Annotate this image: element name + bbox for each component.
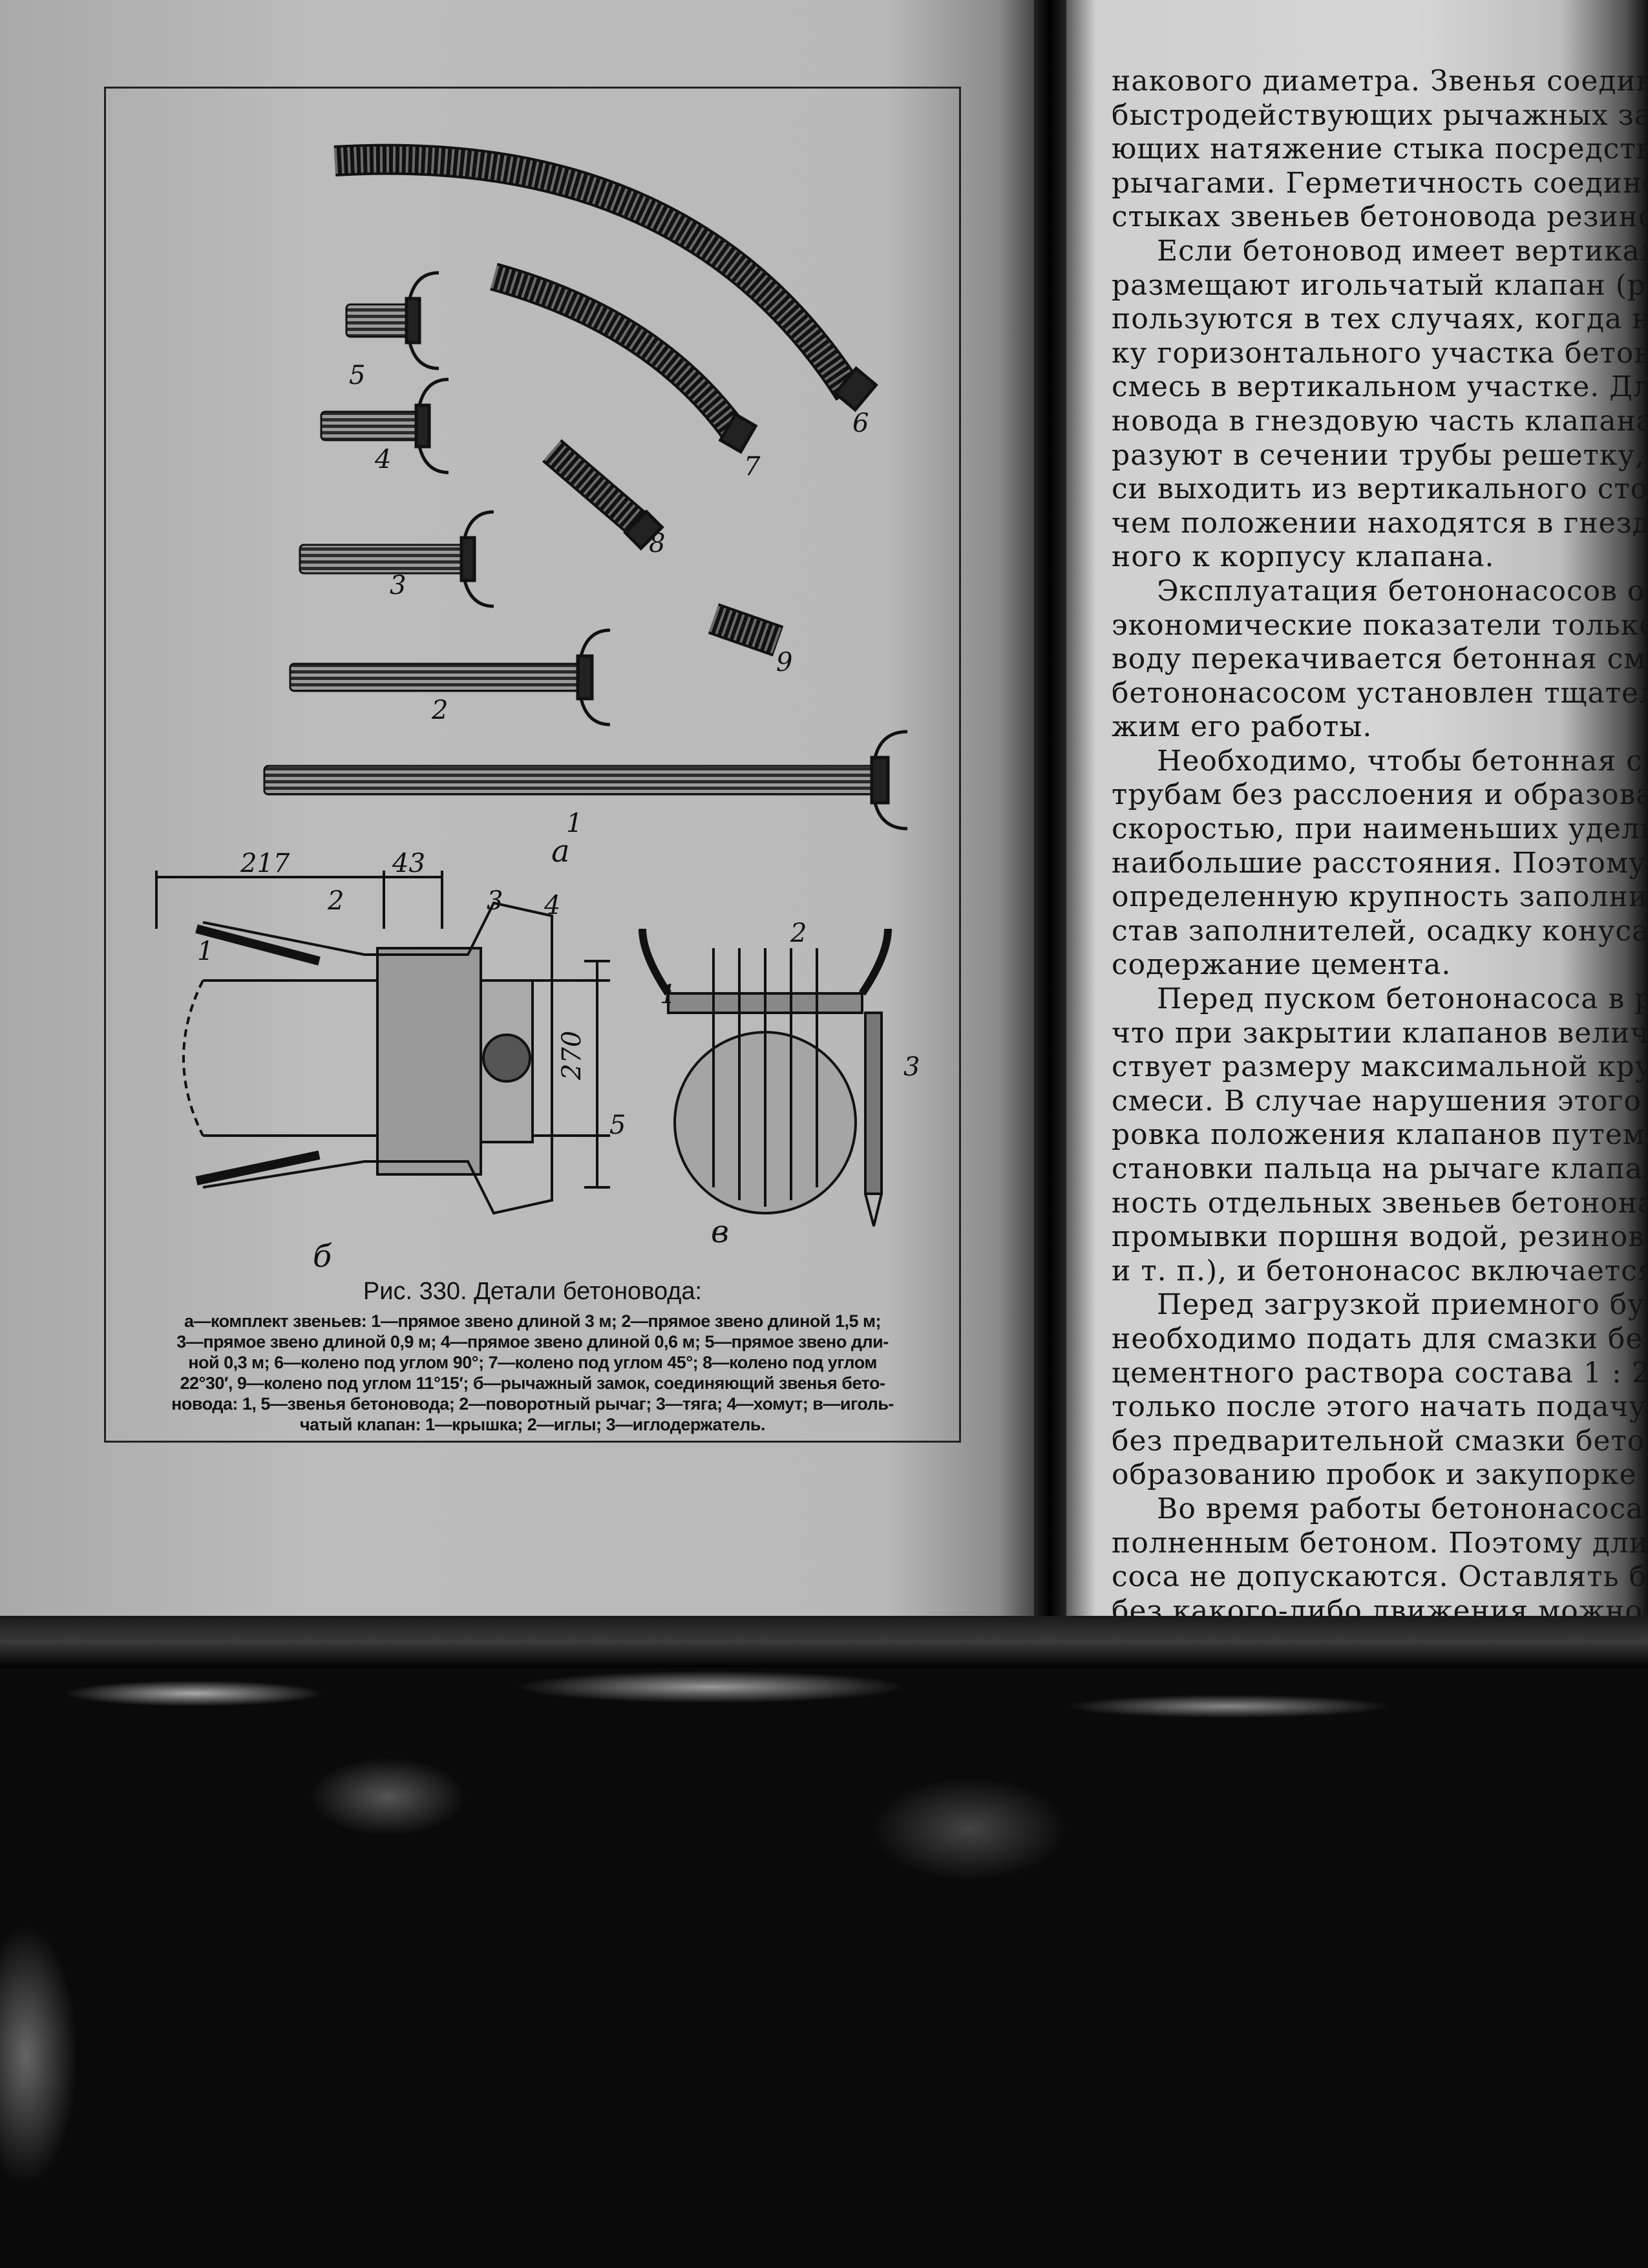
dim-270: 270 — [557, 1031, 587, 1081]
text-line: и т. п.), и бетононасос включается в р — [1112, 1254, 1648, 1288]
page-bottom-edge — [0, 1616, 1648, 1668]
text-line: ствует размеру максимальной крупност — [1112, 1050, 1648, 1084]
text-line: быстродействующих рычажных замков — [1112, 98, 1648, 132]
caption-line: новода: 1, 5—звенья бетоновода; 2—поворо… — [171, 1394, 894, 1414]
text-line: определенную крупность заполнителя, — [1112, 880, 1648, 914]
right-page: накового диаметра. Звенья соединяютсябыс… — [1066, 0, 1648, 1616]
text-line: экономические показатели только в том — [1112, 608, 1648, 642]
label-b: б — [313, 1238, 332, 1275]
detail-v-label-2: 2 — [790, 918, 807, 948]
text-line: трубам без расслоения и образования — [1112, 778, 1648, 812]
body-text: накового диаметра. Звенья соединяютсябыс… — [1112, 65, 1648, 1616]
pipe-2 — [289, 662, 589, 692]
text-line: соса не допускаются. Оставлять бето — [1112, 1560, 1648, 1594]
text-line: ного к корпусу клапана. — [1112, 540, 1495, 574]
text-line: жим его работы. — [1112, 710, 1373, 744]
detail-b-label-4: 4 — [544, 891, 560, 920]
text-line: цементного раствора состава 1 : 2 с ос — [1112, 1356, 1648, 1390]
elbow-6 — [333, 143, 863, 401]
text-line: ку горизонтального участка бетоновода — [1112, 336, 1648, 370]
figure-caption: Рис. 330. Детали бетоновода: а—комплект … — [119, 1278, 946, 1435]
text-line: только после этого начать подачу бетон — [1112, 1390, 1648, 1424]
text-line: скоростью, при наименьших удельных — [1112, 812, 1648, 846]
label-5: 5 — [349, 361, 365, 390]
dim-43: 43 — [392, 849, 425, 878]
text-line: Перед пуском бетононасоса в рабо — [1157, 982, 1648, 1016]
caption-line: чатый клапан: 1—крышка; 2—иглы; 3—иглоде… — [299, 1415, 766, 1434]
caption-title: Рис. 330. Детали бетоновода: — [363, 1278, 703, 1305]
caption-line: а—комплект звеньев: 1—прямое звено длино… — [184, 1311, 882, 1331]
caption-line: 22°30′, 9—колено под углом 11°15′; б—рыч… — [180, 1373, 886, 1393]
pipe-5 — [345, 303, 416, 338]
label-7: 7 — [744, 452, 761, 482]
text-line: пользуются в тех случаях, когда необхо — [1112, 302, 1648, 336]
text-line: став заполнителей, осадку конуса, вод — [1112, 914, 1648, 948]
text-line: си выходить из вертикального стояка. — [1112, 472, 1648, 506]
needle-valve-detail — [639, 928, 892, 1227]
text-line: новода в гнездовую часть клапана вста — [1112, 404, 1648, 438]
pipe-1 — [263, 765, 886, 796]
text-line: Необходимо, чтобы бетонная смесь — [1157, 744, 1648, 778]
text-line: Во время работы бетононасоса бето — [1157, 1492, 1648, 1525]
left-page: 1 2 3 4 5 6 7 8 9 а б в 217 43 270 1 2 3… — [0, 0, 1041, 1616]
text-line: смесь в вертикальном участке. Для этого — [1112, 370, 1648, 404]
book-cover — [0, 1668, 1648, 2268]
detail-b-label-2: 2 — [327, 886, 344, 916]
text-line: Эксплуатация бетононасосов обеспеч — [1157, 574, 1648, 608]
text-line: размещают игольчатый клапан (рис. — [1112, 268, 1648, 302]
text-line: без какого-либо движения можно не б — [1112, 1594, 1648, 1616]
detail-b-label-5: 5 — [609, 1110, 626, 1140]
text-line: стыках звеньев бетоновода резиновой — [1112, 200, 1648, 234]
text-line: смеси. В случае нарушения этого усло — [1112, 1084, 1648, 1118]
label-1: 1 — [566, 809, 582, 838]
pipe-4 — [320, 410, 429, 441]
label-2: 2 — [431, 695, 448, 725]
figure-330-drawing: 1 2 3 4 5 6 7 8 9 а б в 217 43 270 1 2 3… — [155, 143, 920, 1275]
dim-217: 217 — [240, 849, 290, 878]
text-line: содержание цемента. — [1112, 948, 1452, 982]
text-line: Перед загрузкой приемного бункер — [1157, 1288, 1648, 1322]
text-line: воду перекачивается бетонная смесь опр — [1112, 642, 1648, 676]
text-line: полненным бетоном. Поэтому длитель — [1112, 1526, 1648, 1560]
text-line: промывки поршня водой, резиново — [1112, 1220, 1648, 1254]
text-line: рычагами. Герметичность соединения — [1112, 166, 1648, 200]
text-line: образованию пробок и закупорке бетон — [1112, 1458, 1648, 1492]
pipe-3 — [299, 544, 472, 575]
text-line: чем положении находятся в гнездах — [1112, 506, 1648, 540]
text-line: Если бетоновод имеет вертикальный — [1157, 234, 1648, 268]
elbow-7 — [490, 262, 748, 443]
text-line: ность отдельных звеньев бетононасос — [1112, 1186, 1648, 1220]
text-line: необходимо подать для смазки бетоно — [1112, 1322, 1648, 1355]
label-9: 9 — [776, 648, 792, 677]
text-line: становки пальца на рычаге клапана. З — [1112, 1152, 1648, 1185]
text-line: бетононасосом установлен тщательный — [1112, 676, 1648, 710]
detail-v-label-1: 1 — [660, 980, 676, 1010]
figure-frame: 1 2 3 4 5 6 7 8 9 а б в 217 43 270 1 2 3… — [104, 87, 961, 1443]
label-v: в — [711, 1214, 729, 1250]
text-line: накового диаметра. Звенья соединяются — [1112, 65, 1648, 98]
label-6: 6 — [852, 408, 869, 438]
label-3: 3 — [390, 571, 406, 600]
lever-lock-detail — [155, 871, 610, 1215]
text-line: ровка положения клапанов путем изме — [1112, 1118, 1648, 1152]
label-a: а — [551, 833, 570, 869]
text-line: без предварительной смазки бетоновод — [1112, 1424, 1648, 1457]
label-8: 8 — [649, 529, 665, 558]
detail-b-label-1: 1 — [197, 937, 213, 966]
caption-line: ной 0,3 м; 6—колено под углом 90°; 7—кол… — [188, 1353, 877, 1372]
text-line: ющих натяжение стыка посредством — [1112, 132, 1648, 166]
text-line: разуют в сечении трубы решетку, не поз — [1112, 438, 1648, 472]
text-line: что при закрытии клапанов величина — [1112, 1016, 1648, 1050]
text-line: наибольшие расстояния. Поэтому бето — [1112, 846, 1648, 880]
label-4: 4 — [374, 445, 391, 474]
caption-line: 3—прямое звено длиной 0,9 м; 4—прямое зв… — [176, 1332, 889, 1351]
detail-b-label-3: 3 — [487, 886, 503, 916]
detail-v-label-3: 3 — [903, 1052, 920, 1082]
